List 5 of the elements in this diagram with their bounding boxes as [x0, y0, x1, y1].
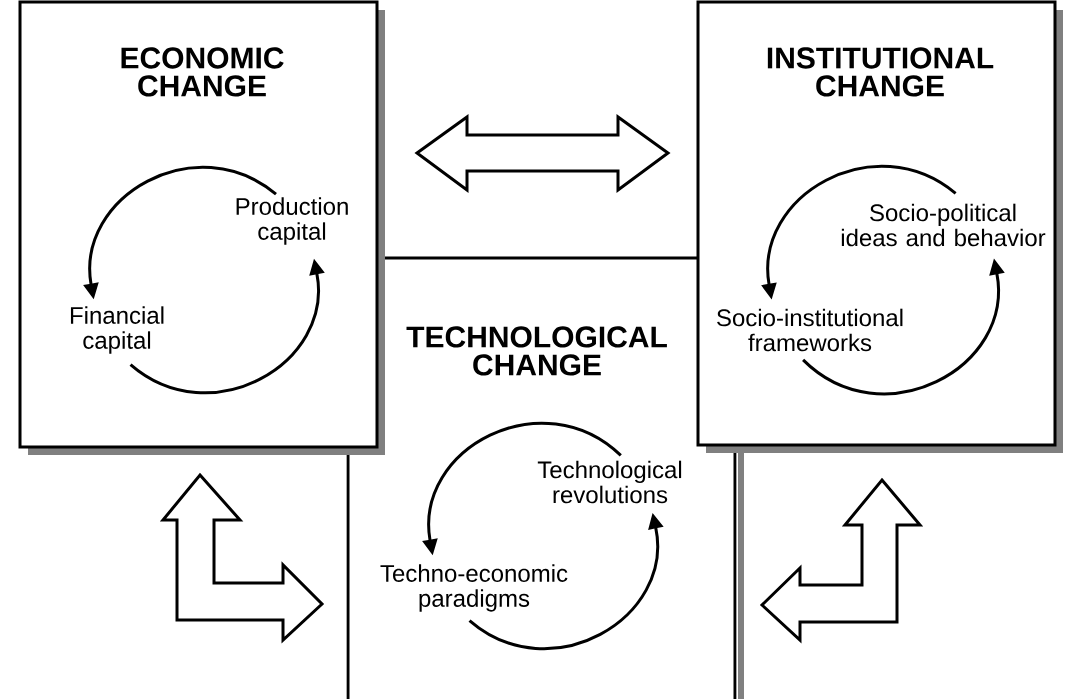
cycle-label: Techno-economic paradigms	[380, 564, 568, 612]
cycle-label: Socio-political ideas and behavior	[841, 203, 1046, 247]
cycle-label: Financial capital	[70, 306, 164, 354]
cycle-label: Technological revolutions	[537, 460, 682, 504]
cycle-label: Production capital	[236, 197, 348, 245]
